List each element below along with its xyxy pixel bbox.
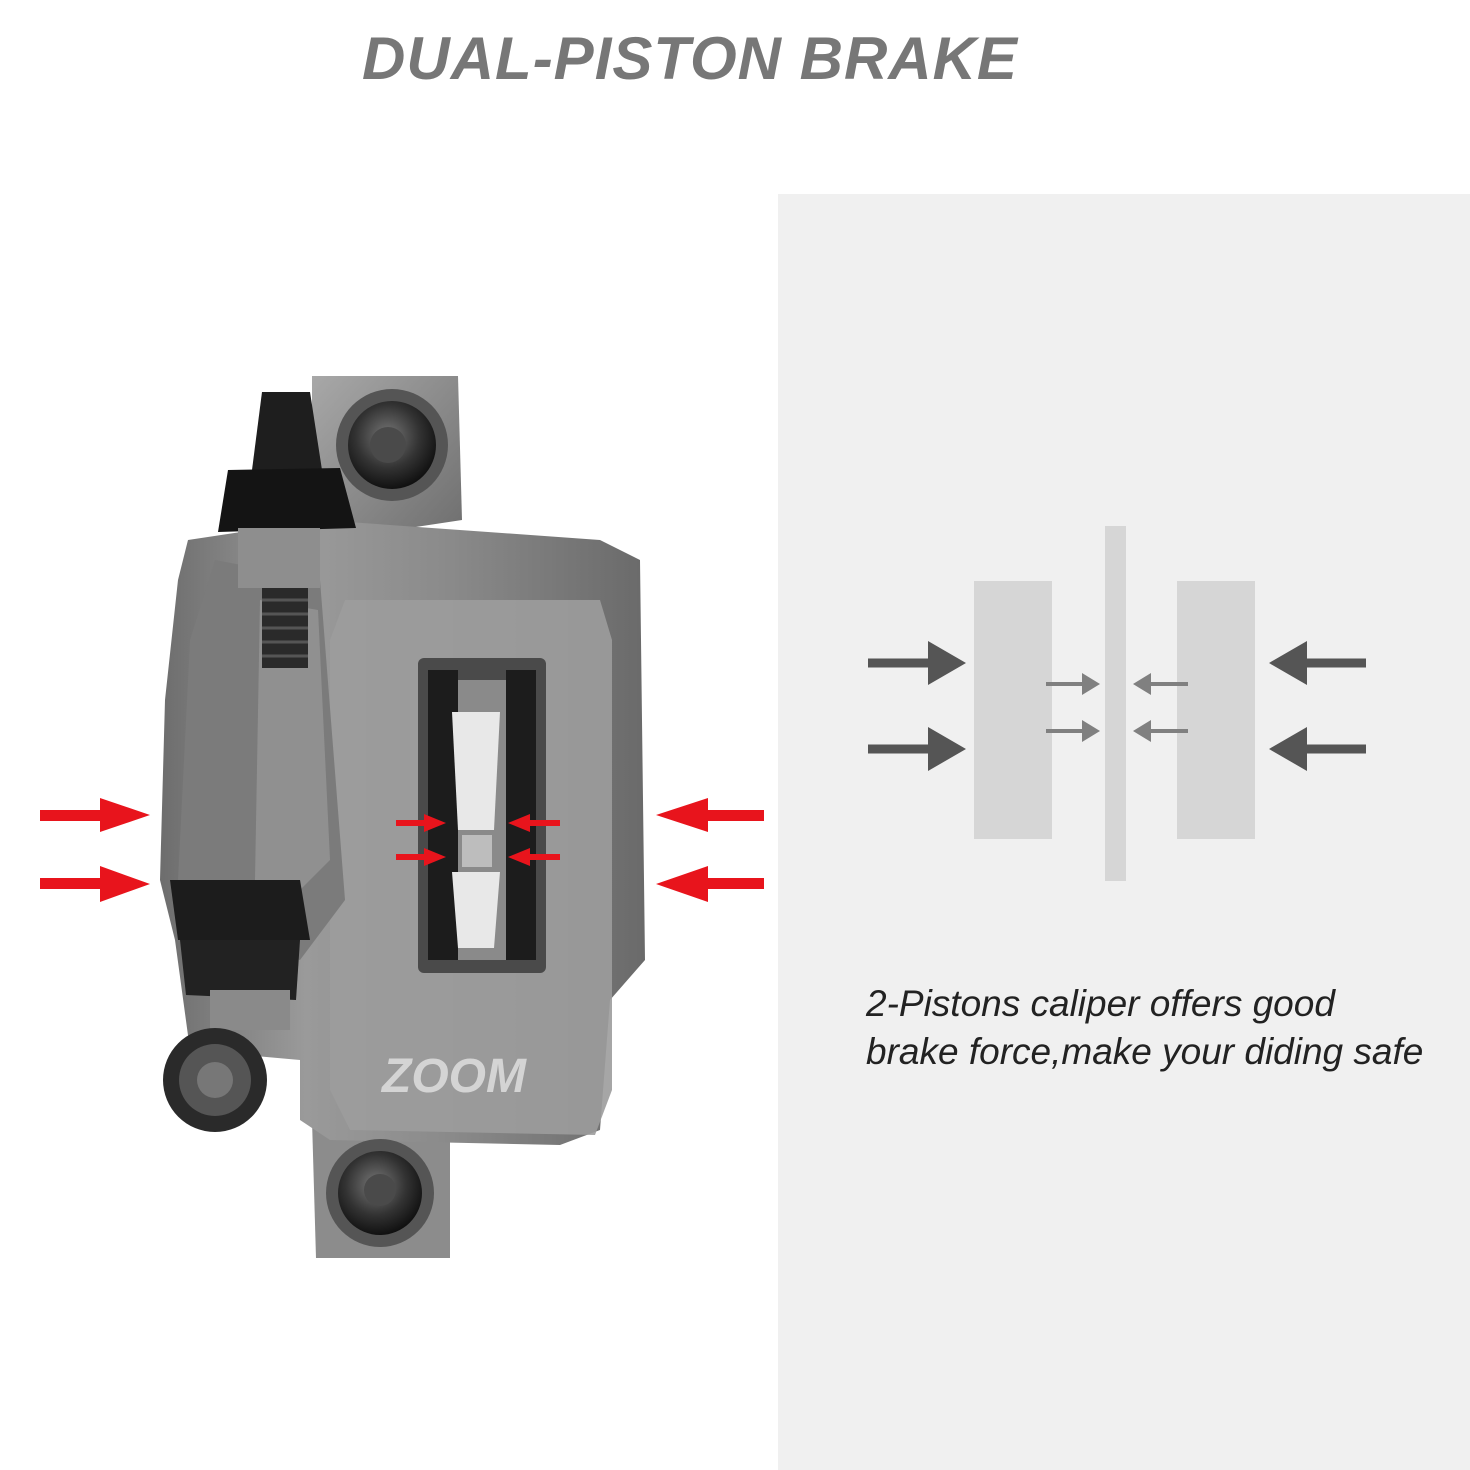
- arrow-left-icon: [1133, 673, 1188, 742]
- page-title: DUAL-PISTON BRAKE: [362, 25, 1018, 92]
- arrow-left-icon: [656, 866, 764, 902]
- arrow-right-icon: [40, 798, 150, 832]
- arrow-right-icon: [868, 641, 966, 685]
- left-brake-pad: [974, 581, 1052, 839]
- caption-line-1: 2-Pistons caliper offers good: [866, 983, 1335, 1024]
- brand-logo: ZOOM: [380, 1050, 527, 1103]
- arrow-right-icon: [40, 866, 150, 902]
- caption-line-2: brake force,make your diding safe: [866, 1031, 1424, 1072]
- pad-window: [418, 658, 546, 973]
- arrow-right-icon: [868, 727, 966, 771]
- hose-fitting: [218, 392, 356, 668]
- arrow-left-icon: [508, 814, 560, 866]
- feature-caption: 2-Pistons caliper offers good brake forc…: [866, 980, 1423, 1076]
- arrow-right-icon: [1046, 673, 1100, 742]
- bleed-fitting: [163, 880, 310, 1132]
- arrow-left-icon: [1269, 641, 1366, 685]
- arrow-left-icon: [656, 798, 764, 832]
- right-brake-pad: [1177, 581, 1255, 839]
- arrow-left-icon: [1269, 727, 1366, 771]
- arrow-right-icon: [396, 814, 446, 866]
- rotor-disc: [1105, 526, 1126, 881]
